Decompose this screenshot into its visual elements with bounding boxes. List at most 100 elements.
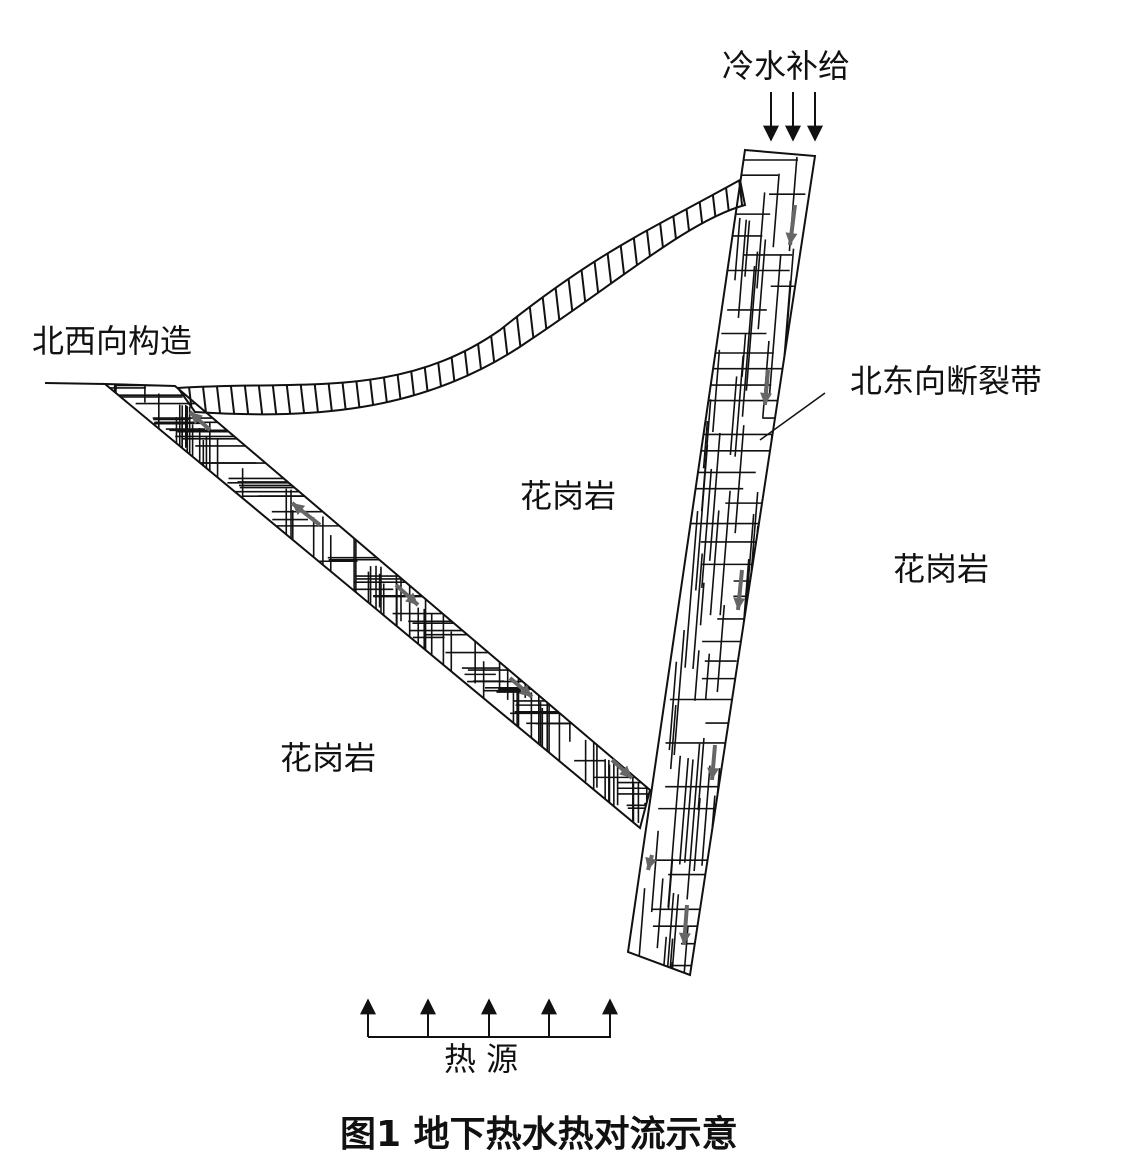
fracture-line	[555, 180, 587, 415]
fracture-line	[275, 180, 307, 415]
fracture-line	[768, 254, 782, 397]
fracture-line	[693, 797, 701, 872]
flow-arrowhead	[733, 597, 746, 610]
fracture-line	[665, 938, 674, 975]
fracture-line	[667, 180, 699, 415]
fracture-line	[737, 219, 748, 318]
fracture-line	[741, 332, 747, 377]
fracture-line	[373, 180, 405, 415]
granite-label-right: 花岗岩	[893, 550, 990, 588]
flow-arrowhead	[707, 767, 720, 780]
fracture-line	[499, 180, 531, 415]
fracture-line	[729, 376, 738, 455]
figure-caption: 图1 地下热水热对流示意	[340, 1114, 738, 1155]
granite-label-left: 花岗岩	[280, 739, 377, 777]
flow-arrowhead	[678, 932, 691, 945]
fracture-line	[702, 421, 709, 469]
fracture-line	[697, 877, 707, 964]
fracture-line	[178, 180, 181, 415]
flow-arrowhead	[518, 684, 532, 697]
ne-fault-zone	[626, 148, 817, 977]
fracture-line	[443, 180, 475, 415]
fracture-line	[723, 180, 745, 415]
fracture-line	[694, 650, 700, 701]
fracture-line	[695, 180, 727, 415]
fracture-line	[684, 510, 699, 668]
fracture-line	[719, 490, 731, 616]
fracture-line	[708, 432, 721, 561]
flow-arrowhead	[190, 412, 203, 425]
granite-label-center: 花岗岩	[520, 477, 617, 515]
heat-source-label: 热 源	[444, 1040, 519, 1078]
fracture-line	[303, 180, 335, 415]
fracture-line	[659, 961, 672, 975]
flow-arrowhead	[760, 392, 773, 405]
fracture-line	[701, 765, 711, 866]
fracture-line	[705, 795, 716, 902]
fracture-line	[387, 180, 419, 415]
fracture-line	[611, 180, 643, 415]
nw-structure	[44, 178, 747, 416]
fracture-line	[673, 629, 685, 756]
fracture-line	[261, 180, 293, 415]
flow-arrowhead	[645, 856, 657, 870]
fracture-line	[701, 468, 713, 588]
fracture-line	[756, 192, 766, 289]
hatched-vein	[176, 178, 747, 416]
fracture-line	[669, 705, 677, 770]
fracture-line	[744, 220, 751, 277]
fracture-line	[699, 582, 705, 626]
fracture-line	[680, 925, 689, 975]
ne-fault-zone-label: 北东向断裂带	[850, 362, 1043, 400]
fracture-line	[653, 180, 685, 415]
fracture-line	[219, 180, 251, 415]
fracture-line	[712, 349, 721, 433]
flow-arrows	[188, 204, 798, 946]
fracture-line	[661, 936, 668, 975]
fracture-line	[178, 180, 209, 415]
fracture-line	[359, 180, 391, 415]
fracture-line	[471, 180, 503, 415]
flow-arrowhead	[785, 232, 798, 245]
nw-fracture-band	[102, 382, 652, 830]
fracture-line	[668, 661, 678, 751]
fracture-line	[780, 280, 792, 396]
fracture-line	[734, 217, 741, 281]
fracture-line	[667, 962, 674, 975]
fracture-line	[289, 180, 321, 415]
flow-arrowhead	[292, 503, 306, 516]
fracture-line	[205, 180, 237, 415]
fracture-line	[686, 743, 701, 900]
fracture-line	[345, 180, 377, 415]
flow-arrowhead	[619, 765, 632, 778]
fracture-line	[597, 180, 629, 415]
fracture-line	[233, 180, 265, 415]
fracture-line	[527, 180, 559, 415]
fracture-line	[716, 604, 726, 693]
fracture-line	[625, 180, 657, 415]
nw-structure-label: 北西向构造	[32, 322, 193, 360]
fracture-line	[569, 180, 601, 415]
fracture-line	[704, 653, 711, 701]
heat-source-arrows	[360, 998, 618, 1038]
fracture-line	[742, 514, 755, 641]
fracture-line	[656, 878, 664, 949]
fracture-line	[772, 173, 780, 248]
fracture-line	[734, 425, 745, 534]
fracture-line	[678, 758, 690, 865]
surface-line	[44, 382, 106, 385]
fracture-line	[709, 510, 720, 616]
fracture-line	[191, 180, 223, 415]
fracture-line	[636, 888, 646, 975]
fracture-line	[247, 180, 279, 415]
fracture-line	[683, 759, 694, 863]
fracture-line	[670, 894, 680, 975]
cold-water-recharge-label: 冷水补给	[722, 47, 851, 85]
fracture-line	[692, 553, 704, 669]
fracture-line	[639, 180, 671, 415]
fracture-line	[429, 180, 461, 415]
fracture-line	[541, 180, 573, 415]
fracture-line	[331, 180, 363, 415]
fracture-line	[485, 180, 517, 415]
